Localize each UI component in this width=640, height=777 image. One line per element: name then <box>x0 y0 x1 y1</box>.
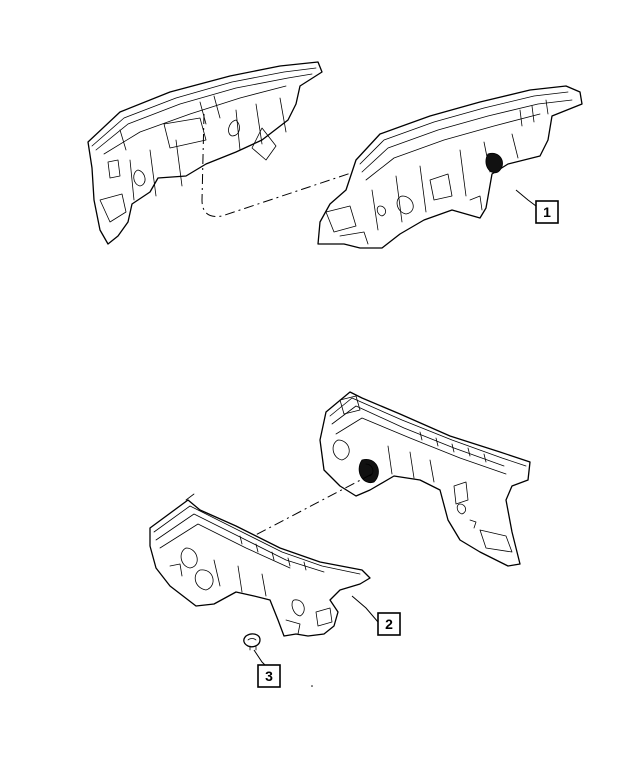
callout-2[interactable]: 2 <box>351 595 401 636</box>
cowl-panel-right-bottom <box>319 391 531 567</box>
callout-1-box <box>535 200 559 224</box>
callout-1-leader <box>515 189 537 207</box>
callout-3-label: 3 <box>265 668 273 684</box>
callout-1-label: 1 <box>543 204 551 220</box>
callout-1[interactable]: 1 <box>515 189 559 224</box>
cowl-panel-left-top <box>87 61 323 245</box>
grommet-part <box>243 633 261 651</box>
assembly-line-top <box>201 113 361 217</box>
cowl-panel-left-bottom <box>149 493 371 637</box>
callout-2-box <box>377 612 401 636</box>
stray-dot <box>311 685 313 687</box>
callout-3-leader <box>253 649 267 667</box>
assembly-line-bottom <box>245 473 373 541</box>
cowl-panel-right-top <box>317 85 583 249</box>
callout-2-leader <box>351 595 379 623</box>
callout-2-label: 2 <box>385 616 393 632</box>
callout-3-box <box>257 664 281 688</box>
callout-3[interactable]: 3 <box>253 649 281 688</box>
